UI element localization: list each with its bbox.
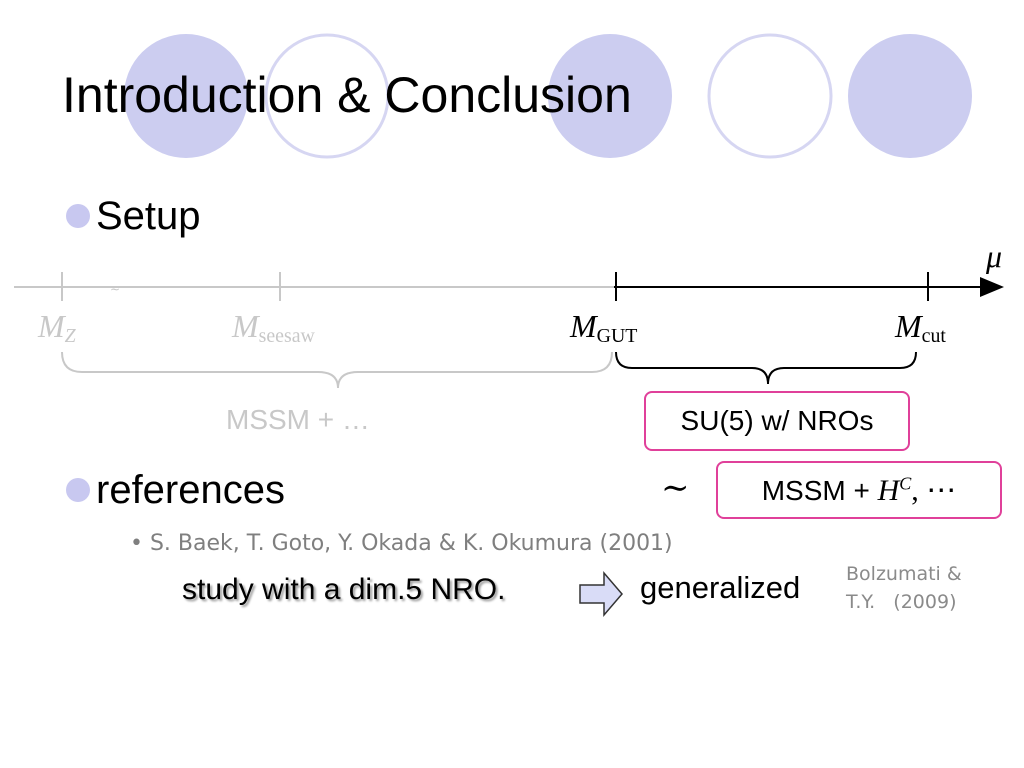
label-mcut: Mcut [895, 308, 946, 347]
su5-nro-box: SU(5) w/ NROs [644, 391, 910, 451]
tilde-symbol: ∼ [661, 470, 690, 507]
su5-nro-label: SU(5) w/ NROs [680, 405, 874, 436]
axis-break-icon: ≈ [110, 281, 120, 295]
bullet-dot [66, 204, 90, 228]
generalized-label: generalized [640, 570, 801, 605]
followup-citation: Bolzumati & T.Y. (2009) [846, 560, 962, 616]
followup-line-1: Bolzumati & [846, 563, 962, 585]
axis-mu-label: μ [986, 238, 1003, 274]
mssm-hc-label: MSSM + HC, ⋯ [761, 473, 957, 507]
label-mseesaw: Mseesaw [232, 308, 315, 347]
deco-circle-filled [548, 34, 672, 158]
label-mgut: MGUT [570, 308, 638, 347]
deco-circle-outline [707, 33, 833, 159]
citation-baek-2001: • S. Baek, T. Goto, Y. Okada & K. Okumur… [130, 531, 673, 556]
study-note: study with a dim.5 NRO. [182, 573, 506, 606]
bullet-setup: Setup [96, 194, 201, 238]
deco-circle-outline [264, 33, 390, 159]
low-region-label: MSSM + … [226, 404, 370, 435]
brace-low-region [61, 351, 613, 389]
bullet-references: references [96, 468, 285, 512]
deco-circle-filled [848, 34, 972, 158]
mssm-hc-box: MSSM + HC, ⋯ [716, 461, 1002, 519]
block-arrow-shape [579, 570, 623, 618]
bullet-dot [66, 478, 90, 502]
followup-line-2: T.Y. (2009) [846, 591, 957, 613]
slide-title: Introduction & Conclusion [62, 67, 632, 123]
deco-circle-filled [124, 34, 248, 158]
label-mz: MZ [38, 308, 76, 347]
brace-high-region [615, 351, 917, 385]
